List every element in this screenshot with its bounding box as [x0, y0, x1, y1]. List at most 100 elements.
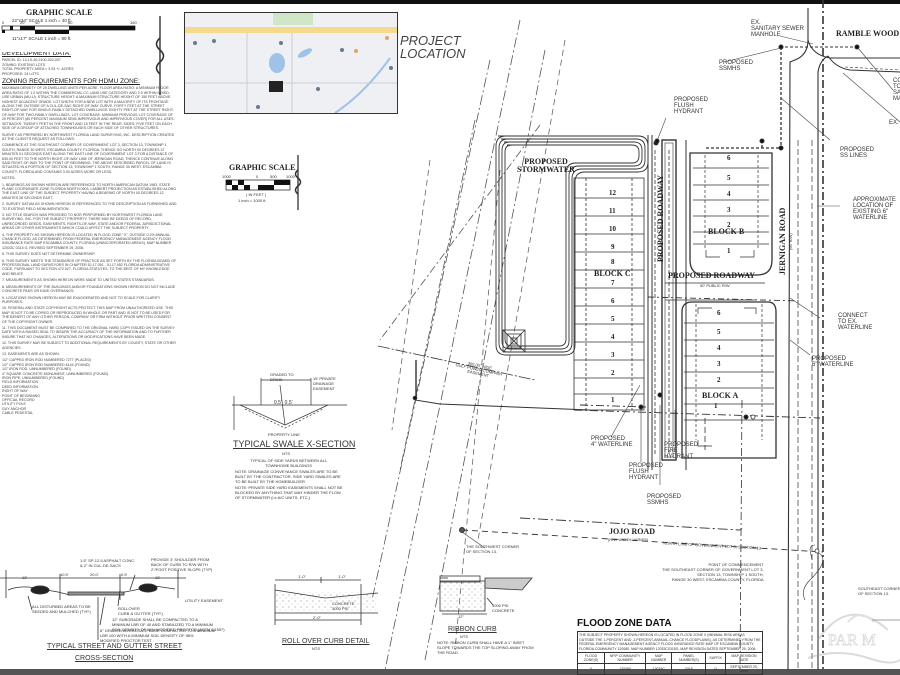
small-scale-tick: 0: [256, 174, 259, 179]
note-item: 11. THIS DOCUMENT MUST BE COMPARED TO TH…: [2, 325, 175, 339]
development-data-heading: DEVELOPMENT DATA:: [2, 52, 71, 57]
proposed-roadway-horizontal-label: PROPOSED ROADWAY: [668, 271, 756, 280]
lot-c-2: 2: [611, 369, 615, 377]
lot-a-5: 5: [717, 328, 721, 336]
approx-waterline-callout: APPROXIMATE LOCATION OF EXISTING 6" WATE…: [853, 197, 896, 221]
watermark-text: PAR M: [828, 632, 876, 649]
swale-graded-label: GRADED TO DRAIN: [270, 372, 294, 382]
scale-tick-40: 40: [35, 20, 40, 25]
ribbon-curb-title: RIBBON CURB: [448, 626, 497, 633]
lot-a-6: 6: [717, 309, 721, 317]
street-dim-4: 0.5': [121, 572, 128, 577]
legend-item: 1/2" CAPPED IRON ROD NUMBERED 6144 (FOUN…: [2, 362, 90, 367]
project-location-label-2: LOCATION: [400, 46, 466, 61]
street-subgrade-note: 12" SUBGRADE SHALL BE COMPACTED TO A MIN…: [112, 617, 225, 632]
lot-a-3: 3: [717, 360, 721, 368]
legend-item: IRON PIPE, UNNUMBERED (FOUND): [2, 376, 65, 380]
proposed-6in-waterline-callout: PROPOSED 6" WATERLINE: [812, 356, 854, 368]
legend-item: CABLE PEDESTAL: [2, 411, 34, 416]
rollover-concrete-label: CONCRETE 3000 PSI: [332, 601, 355, 611]
lot-b-2: 2: [727, 221, 731, 229]
project-location-label: PROJECT: [400, 33, 461, 48]
flood-cell: 120080: [604, 663, 647, 675]
note-item: 4. THE PROPERTY AS SHOWN HEREON IS LOCAT…: [2, 232, 172, 250]
lot-c-10: 10: [609, 225, 616, 233]
notes-column: DEVELOPMENT DATA: PARCEL ID: 13-1S-30-21…: [2, 52, 177, 416]
lot-c-7: 7: [611, 279, 615, 287]
roadway-row-label: 50' PUBLIC R/W: [700, 283, 730, 288]
flood-header: PANEL NUMBER(S): [671, 652, 707, 664]
swale-section-title: TYPICAL SWALE X-SECTION: [233, 439, 356, 449]
legend-item: GUY ANCHOR: [2, 406, 27, 411]
note-item: 10. FEDERAL AND STATE COPYRIGHT ACTS PRO…: [2, 306, 174, 324]
street-base-note: 6" GRADED AGGREGATE BASE COMPACTED TO A …: [100, 628, 215, 643]
connect-ex-waterline-callout: CONNECT TO EX. WATERLINE: [838, 313, 873, 331]
small-scale-text: 1 inch = 1000 ft.: [238, 198, 267, 203]
proposed-flush-hydrant-top-callout: PROPOSED FLUSH HYDRANT: [674, 97, 709, 115]
flood-header: NFIP COMMUNITY NUMBER: [604, 652, 647, 664]
street-asphalt-note: 1.5" SP-12.5 ASPHALT CONC. & 2" IN CUL-D…: [80, 558, 136, 568]
survey-heading: SURVEY AS PREPARED BY NORTHWEST FLORIDA …: [2, 132, 175, 141]
lot-b-1: 1: [727, 247, 731, 255]
flood-zone-table: THE SUBJECT PROPERTY SHOWN HEREON IS LOC…: [576, 631, 764, 675]
legend-item: RIGHT OF WAY: [2, 389, 28, 394]
graphic-scale-line1: 22"x34" SCALE 1 inch = 40 ft.: [12, 18, 72, 23]
rollover-curb-title: ROLL OVER CURB DETAIL: [282, 638, 370, 645]
development-line: PROPOSED: 24 LOTS: [2, 71, 39, 76]
proposed-flush-hydrant-bottom-callout: PROPOSED FLUSH HYDRANT: [629, 463, 664, 481]
street-rollover-note: ROLLOVER CURB & GUTTER (TYP.): [118, 606, 163, 616]
proposed-ssmhs-callout: PROPOSED SSMHS: [719, 60, 754, 72]
lot-a-2: 2: [717, 376, 721, 384]
lot-c-11: 11: [609, 207, 616, 215]
location-map: [184, 12, 398, 114]
scale-tick-80: 80: [68, 20, 73, 25]
legend-item: 1/2" IRON ROD, UNNUMBERED (FOUND): [2, 367, 72, 372]
rollover-dim-2: 1'-0": [338, 574, 346, 579]
flood-header: MAP NUMBER: [645, 652, 673, 664]
street-section-title: TYPICAL STREET AND GUTTER STREET: [47, 643, 182, 650]
legend-item: UTILITY POLE: [2, 402, 26, 407]
proposed-fire-hydrant-callout: PROPOSED FIRE HYDRANT: [664, 442, 699, 460]
note-item: 9. LOCATIONS SHOWN HEREON MAY BE EXAGGER…: [2, 295, 161, 304]
note-item: 3. NO TITLE SEARCH WAS PROVIDED TO NOR P…: [2, 213, 172, 231]
swale-slopes-label: 0.5' 0.5': [274, 400, 293, 406]
swale-property-line-label: PROPERTY LINE: [268, 432, 300, 437]
ex-sewer-manhole-callout: EX. SANITARY SEWER MANHOLE: [751, 20, 805, 38]
swale-note-1: NOTE: DRAINAGE CONVEYANCE SWALES ARE TO …: [235, 469, 341, 484]
scale-tick-0: 0: [2, 20, 5, 25]
legend-item: 4" SQUARE CONCRETE MONUMENT, UNNUMBERED …: [2, 371, 109, 376]
street-dim-5: 12': [155, 575, 161, 580]
development-line: PARCEL ID: 13-1S-30-2100-002-007: [2, 58, 61, 63]
jernigan-row-label: (66' R/W): [788, 233, 793, 250]
lot-c-9: 9: [611, 243, 615, 251]
graphic-scale-line2: 11"x17" SCALE 1 inch = 80 ft.: [12, 36, 72, 41]
legal-description: COMMENCE AT THE SOUTHEAST CORNER OF GOVE…: [2, 143, 174, 174]
ex-callout-right: EX.: [889, 120, 899, 126]
lot-c-6: 6: [611, 297, 615, 305]
lot-b-6: 6: [727, 154, 731, 162]
swale-nts: NTS: [282, 451, 290, 456]
proposed-4in-waterline-callout: PROPOSED 4" WATERLINE: [591, 436, 633, 448]
rollover-dim-1: 1'-0": [298, 574, 306, 579]
ribbon-nts: NTS: [460, 634, 468, 639]
note-item: 2. SURVEY DATUM AS SHOWN HEREON IS REFER…: [2, 202, 177, 211]
small-scale-unit: ( IN FEET ): [246, 192, 267, 197]
block-c-label: BLOCK C: [594, 269, 631, 278]
swale-easement-label: 15' PRIVATE DRAINAGE EASEMENT: [313, 376, 336, 391]
zoning-text: MAXIMUM DENSITY OF 25 DWELLING UNITS PER…: [2, 86, 175, 131]
flood-header: MAP REVISION DATE: [724, 652, 764, 664]
legend-item: OFFICIAL RECORD: [2, 398, 35, 403]
lot-c-3: 3: [611, 351, 615, 359]
proposed-roadway-vertical-label: PROPOSED ROADWAY: [656, 174, 665, 262]
ribbon-note: NOTE: RIBBON CURB SHALL HAVE A 1" INSET …: [437, 640, 534, 655]
proposed-ss-lines-callout: PROPOSED SS LINES: [840, 147, 875, 159]
legend-item: POINT OF BEGINNING: [2, 393, 41, 398]
flood-header: SUFFIX: [705, 652, 726, 664]
swale-note-2: NOTE: PRIVATE SIDE YARD EASEMENTS SHALL …: [235, 485, 343, 500]
watermark-logo: PAR M: [808, 600, 900, 665]
small-scale-tick: 1000: [286, 174, 295, 179]
street-dim-1: 12': [22, 575, 28, 580]
flood-cell: G: [705, 663, 726, 675]
street-shoulder-note: PROVIDE 3' SHOULDER FROM BACK OF CURB TO…: [151, 557, 213, 572]
flood-zone-title: FLOOD ZONE DATA: [577, 618, 672, 629]
